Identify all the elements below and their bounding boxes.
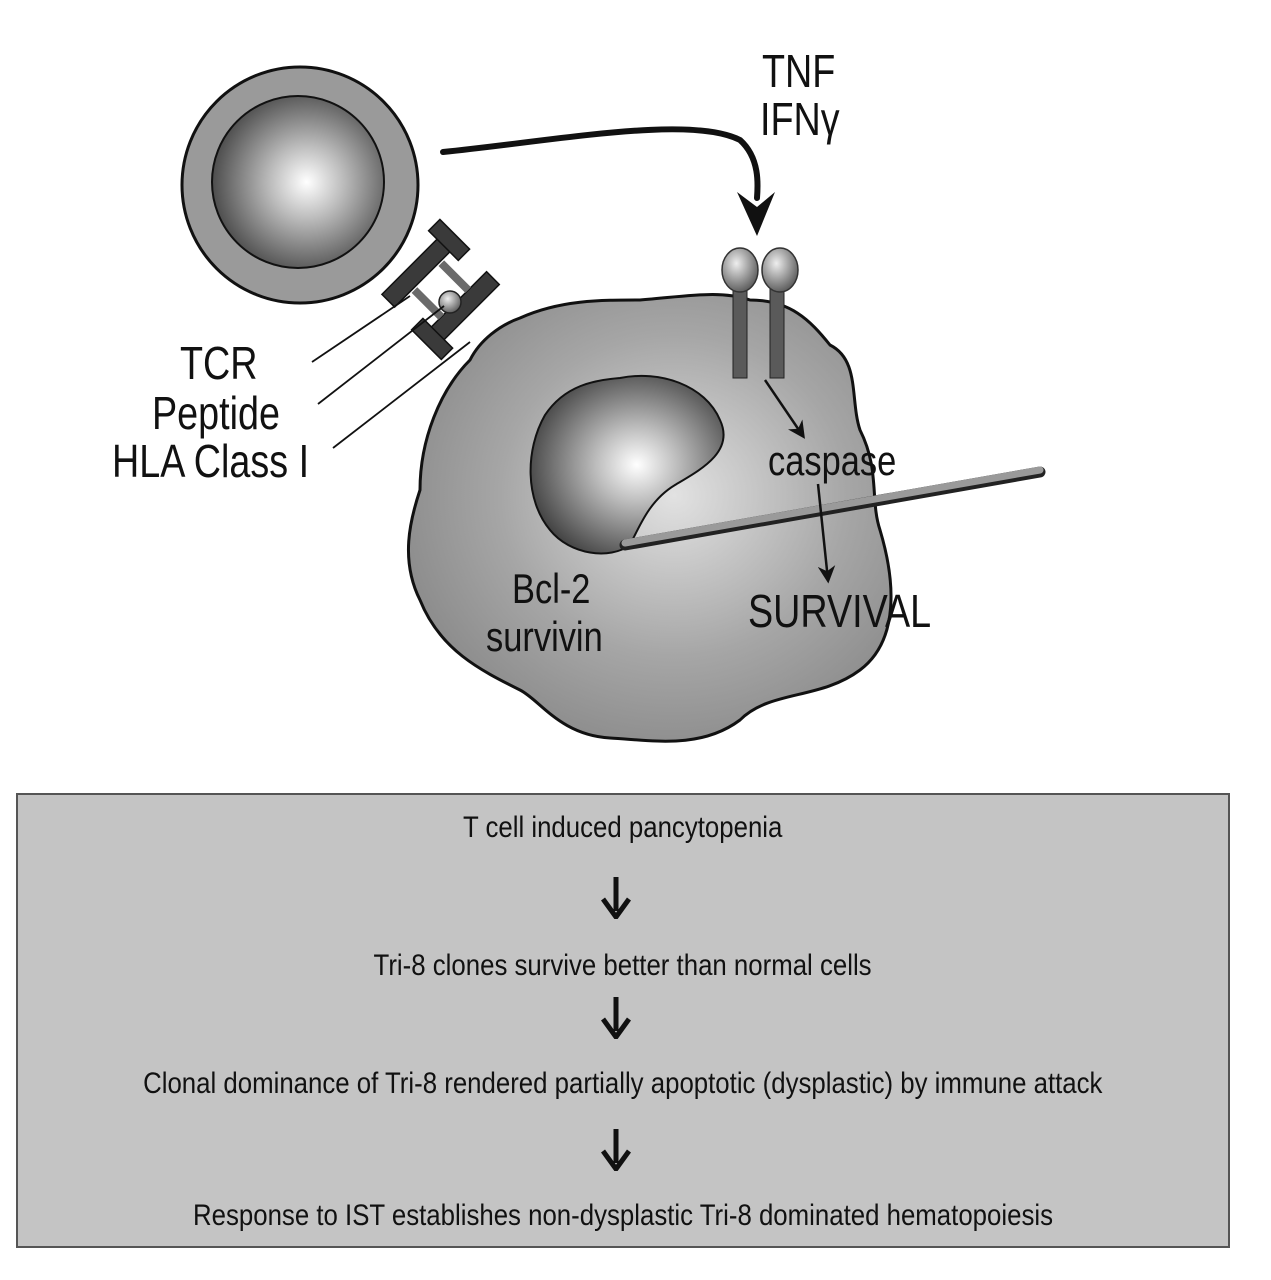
- flow-step-4: Response to IST establishes non-dysplast…: [18, 1201, 1228, 1231]
- flow-step-3: Clonal dominance of Tri-8 rendered parti…: [18, 1069, 1228, 1099]
- flow-step-4-text: Response to IST establishes non-dysplast…: [192, 1199, 1053, 1232]
- down-arrow-icon: [601, 997, 631, 1039]
- leader-peptide: [317, 305, 445, 405]
- receptor-head-1: [721, 247, 759, 293]
- flow-step-1-text: T cell induced pancytopenia: [463, 811, 783, 844]
- label-bcl2: Bcl-2: [512, 565, 591, 612]
- receptor-stem-2: [769, 281, 785, 379]
- receptor-head-2: [761, 247, 799, 293]
- label-tnf: TNF: [762, 45, 836, 97]
- cytokine-arrow: [440, 126, 761, 201]
- mechanism-diagram: TNF IFNγ TCR Peptide HLA Class I caspase…: [112, 45, 1046, 743]
- arrow-to-caspase: [763, 379, 805, 439]
- label-survivin: survivin: [486, 613, 603, 660]
- t-cell-nucleus: [211, 95, 385, 269]
- label-tcr: TCR: [180, 337, 258, 389]
- arrow-to-survival: [816, 483, 836, 584]
- flow-step-2-text: Tri-8 clones survive better than normal …: [373, 949, 873, 982]
- cytokine-arrowhead: [737, 192, 775, 236]
- receptor-stem-1: [732, 281, 748, 379]
- label-peptide: Peptide: [152, 387, 280, 439]
- leader-tcr: [311, 295, 411, 363]
- diagram-canvas: [180, 65, 1046, 743]
- flow-step-1: T cell induced pancytopenia: [18, 813, 1228, 843]
- flow-step-3-text: Clonal dominance of Tri-8 rendered parti…: [143, 1067, 1103, 1100]
- rod-shading: [621, 466, 1044, 547]
- target-cell: [407, 293, 893, 743]
- label-survival: SURVIVAL: [748, 585, 932, 637]
- flowchart-box: T cell induced pancytopenia Tri-8 clones…: [16, 793, 1230, 1248]
- tcr-hla-complex: [380, 218, 501, 361]
- down-arrow-icon: [601, 1129, 631, 1171]
- label-caspase: caspase: [768, 437, 897, 484]
- leader-hla: [332, 341, 471, 449]
- label-ifng: IFNγ: [760, 93, 840, 145]
- flow-step-2: Tri-8 clones survive better than normal …: [18, 951, 1228, 981]
- label-hla: HLA Class I: [112, 435, 310, 487]
- peptide-icon: [438, 290, 462, 314]
- down-arrow-icon: [601, 877, 631, 919]
